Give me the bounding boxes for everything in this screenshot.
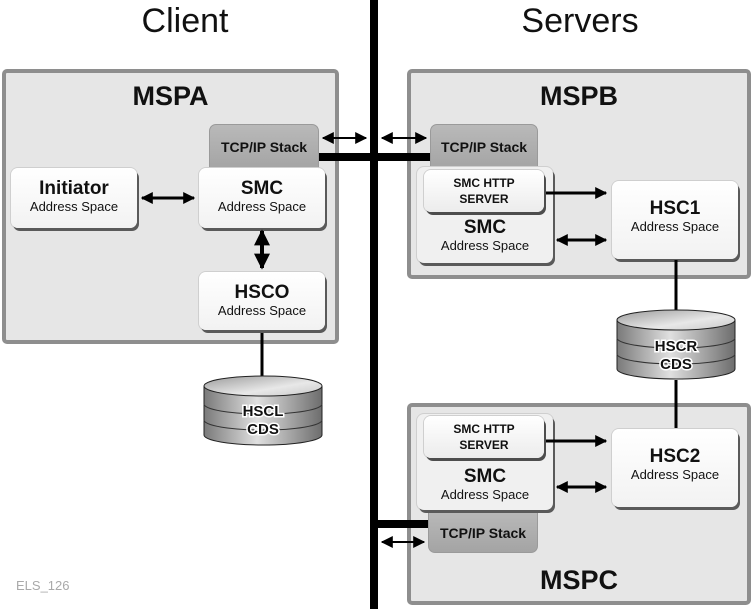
hscr-cds-cylinder: HSCR CDS — [616, 309, 736, 380]
initiator-address-space[interactable]: Initiator Address Space — [11, 168, 137, 228]
hsc2-subtitle: Address Space — [630, 467, 720, 482]
mspb-http-line1: SMC HTTP — [453, 176, 515, 190]
mspa-smc-address-space[interactable]: SMC Address Space — [199, 168, 325, 228]
mspa-smc-title: SMC — [240, 178, 284, 199]
hsc2-address-space[interactable]: HSC2 Address Space — [612, 429, 738, 507]
hscl-cds-cylinder: HSCL CDS — [203, 375, 323, 446]
mspa-smc-subtitle: Address Space — [217, 199, 307, 214]
mspc-http-line2: SERVER — [459, 438, 509, 452]
mspc-smc-subtitle: Address Space — [440, 487, 530, 502]
hsc1-address-space[interactable]: HSC1 Address Space — [612, 181, 738, 259]
mspb-http-line2: SERVER — [459, 192, 509, 206]
hsco-subtitle: Address Space — [217, 303, 307, 318]
initiator-subtitle: Address Space — [29, 199, 119, 214]
mspc-http-line1: SMC HTTP — [453, 422, 515, 436]
hscl-label-line1: HSCL — [243, 403, 284, 420]
mspb-title: MSPB — [539, 81, 618, 111]
hscr-label-line1: HSCR — [655, 338, 698, 355]
client-heading: Client — [141, 2, 229, 40]
hsc1-title: HSC1 — [649, 198, 701, 219]
hsco-address-space[interactable]: HSCO Address Space — [199, 272, 325, 330]
mspc-title: MSPC — [539, 565, 618, 595]
mspa-title: MSPA — [132, 81, 209, 111]
hsc1-subtitle: Address Space — [630, 219, 720, 234]
servers-heading: Servers — [521, 2, 639, 40]
hsc2-title: HSC2 — [649, 446, 701, 467]
mspc-smc-title: SMC — [463, 466, 507, 487]
mspb-smc-http-server[interactable]: SMC HTTP SERVER — [424, 170, 544, 212]
hscr-label-line2: CDS — [660, 356, 692, 373]
mspc-smc-http-server[interactable]: SMC HTTP SERVER — [424, 416, 544, 458]
hsco-title: HSCO — [234, 282, 290, 303]
mspb-smc-title: SMC — [463, 217, 507, 238]
initiator-title: Initiator — [39, 178, 109, 199]
mspa-tcpip-stack: TCP/IP Stack — [209, 124, 319, 170]
mspc-tcpip-stack: TCP/IP Stack — [428, 510, 538, 553]
hscl-label-line2: CDS — [247, 421, 279, 438]
figure-caption: ELS_126 — [16, 578, 70, 593]
mspb-smc-subtitle: Address Space — [440, 238, 530, 253]
